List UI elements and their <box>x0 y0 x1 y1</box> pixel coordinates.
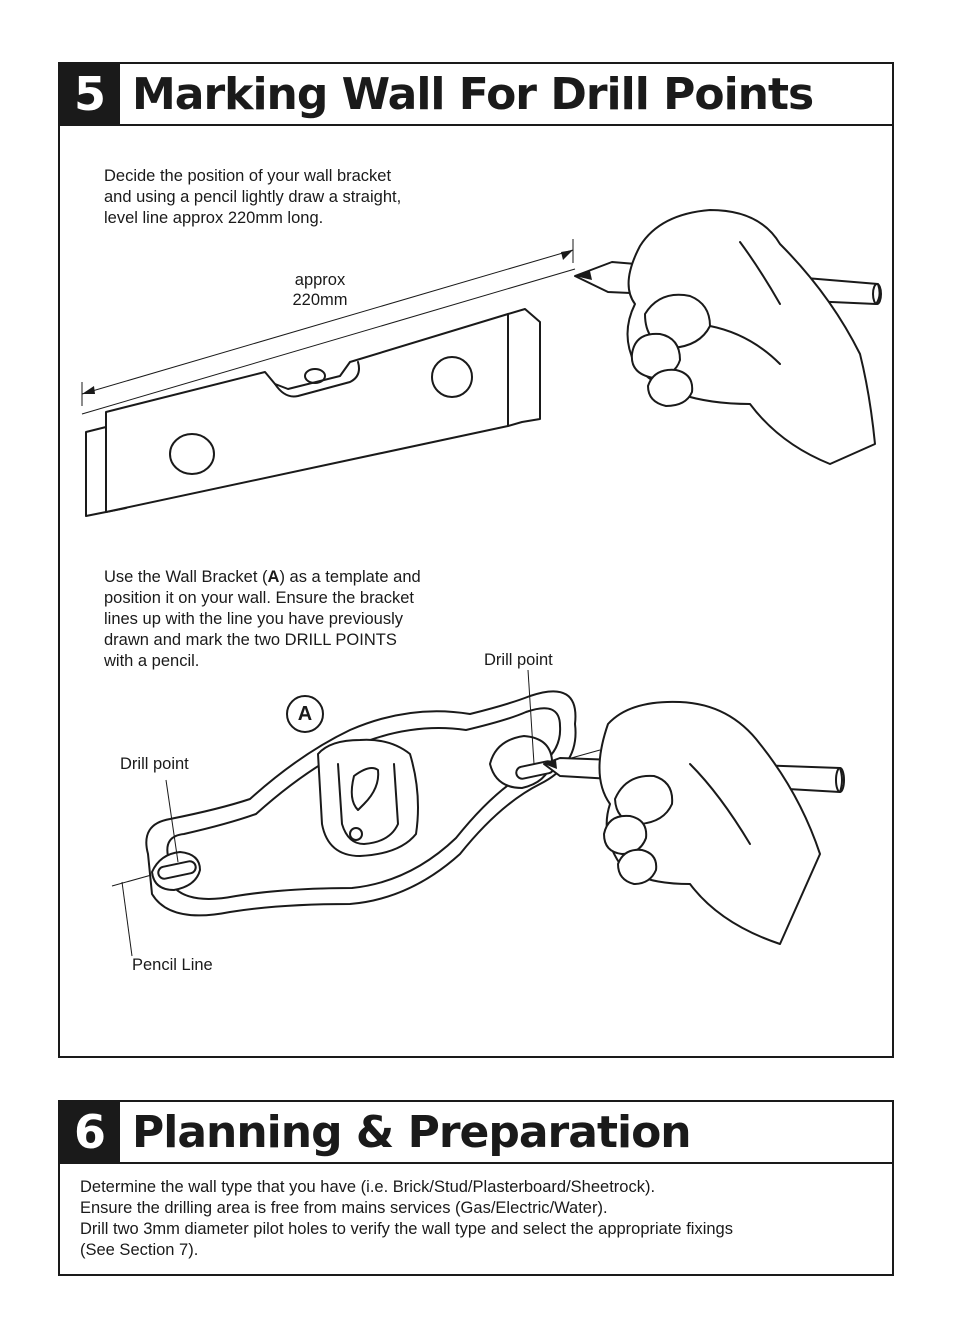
step-2-bracket-ref: A <box>267 568 280 586</box>
section-number: 6 <box>60 1102 120 1162</box>
pencil-line-label: Pencil Line <box>132 956 213 974</box>
right-drill-point-leader <box>527 669 535 765</box>
step-1-instructions: Decide the position of your wall bracket… <box>104 167 402 227</box>
left-drill-point-label: Drill point <box>120 755 189 773</box>
hand-marking-drill-point-icon <box>543 700 845 945</box>
preparation-instructions: Determine the wall type that you have (i… <box>80 1178 733 1259</box>
spirit-level-icon <box>85 308 541 517</box>
bracket-callout-a: A <box>286 695 324 733</box>
section-header: 5 Marking Wall For Drill Points <box>60 64 892 126</box>
section-header: 6 Planning & Preparation <box>60 1102 892 1164</box>
section-6: 6 Planning & Preparation Determine the w… <box>58 1100 894 1276</box>
step-2-instructions: Use the Wall Bracket (A) as a template a… <box>104 567 421 672</box>
section-title: Planning & Preparation <box>132 1107 692 1158</box>
hand-holding-pencil-icon <box>574 209 882 465</box>
dimension-arrow-icon <box>81 239 574 406</box>
measurement-label: approx 220mm <box>292 271 348 309</box>
left-drill-point-leader <box>165 779 179 863</box>
section-title: Marking Wall For Drill Points <box>132 69 814 120</box>
step-2-text-b: ) as a template and position it on your … <box>104 568 421 670</box>
step-2-text-a: Use the Wall Bracket ( <box>104 568 268 586</box>
section-number: 5 <box>60 64 120 124</box>
section-5: 5 Marking Wall For Drill Points Decide t… <box>58 62 894 1058</box>
right-drill-point-label: Drill point <box>484 651 553 669</box>
drawn-pencil-line <box>81 268 576 415</box>
spirit-level-illustration <box>81 209 882 517</box>
wall-bracket-icon <box>145 690 577 917</box>
wall-bracket-illustration <box>111 669 845 957</box>
pencil-line-leader <box>121 881 133 957</box>
